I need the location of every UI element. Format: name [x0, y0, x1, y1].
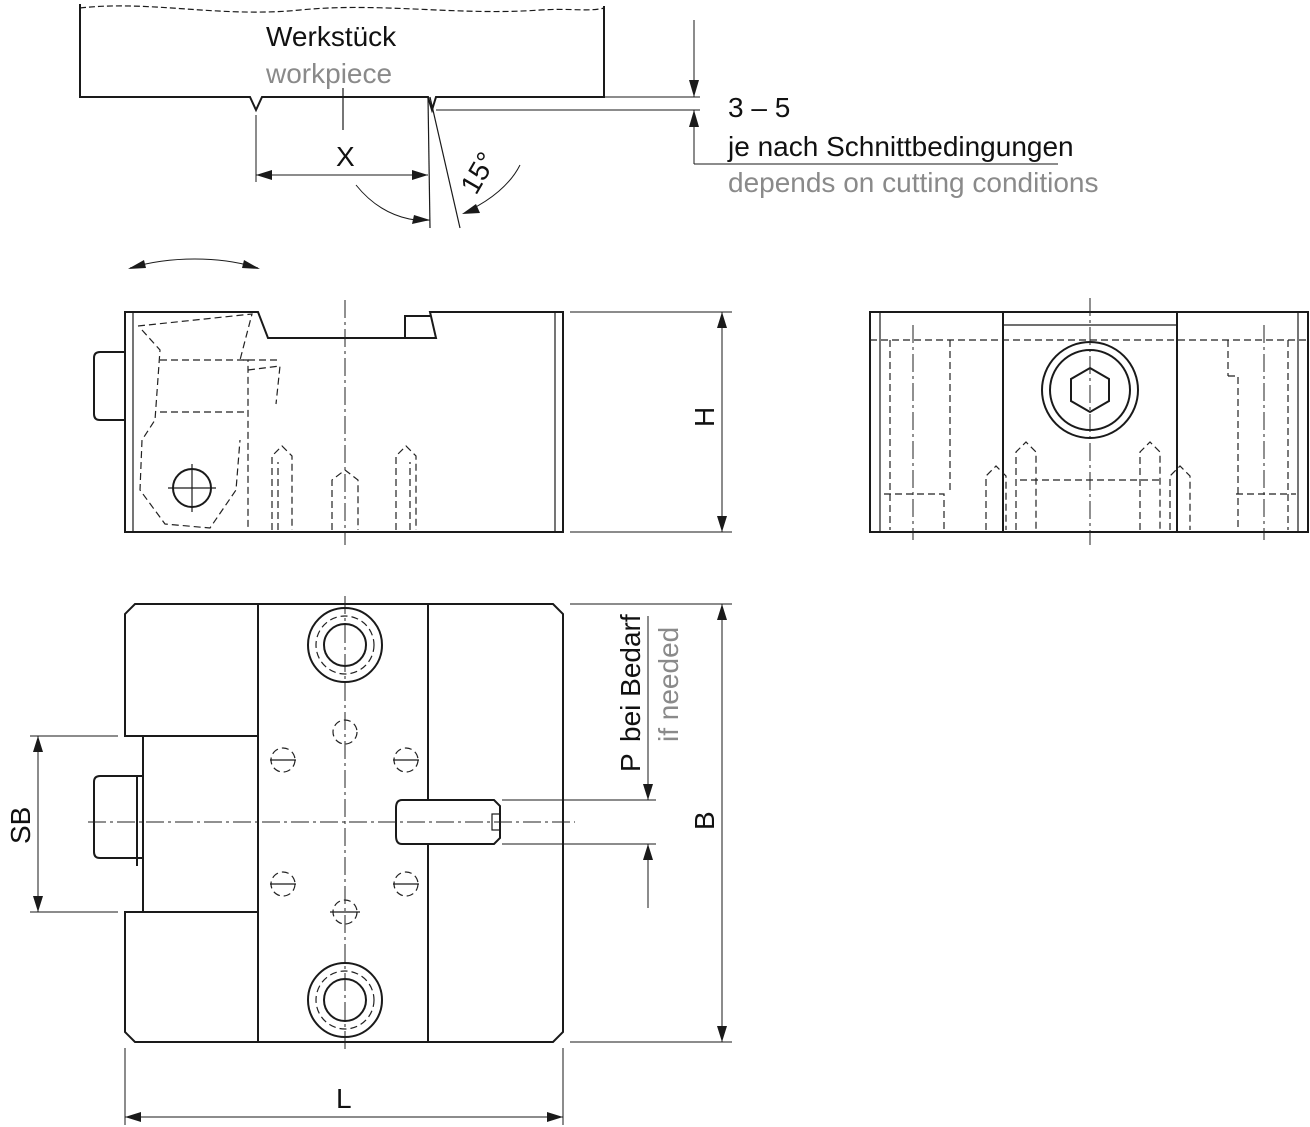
- workpiece-label-de: Werkstück: [266, 21, 397, 52]
- front-view: [869, 298, 1309, 545]
- if-needed-label: if needed: [653, 627, 684, 742]
- side-view: [93, 300, 732, 545]
- workpiece-detail: [79, 4, 1058, 229]
- dim-x-label: X: [336, 141, 355, 172]
- rotation-arrow: [128, 258, 260, 269]
- dim-b-label: B: [689, 811, 720, 830]
- cutting-conditions-de: je nach Schnittbedingungen: [727, 131, 1074, 162]
- bei-bedarf-label: bei Bedarf: [615, 614, 646, 742]
- top-view: [30, 596, 732, 1125]
- cutting-conditions-en: depends on cutting conditions: [728, 167, 1099, 198]
- depth-range-label: 3 – 5: [728, 92, 790, 123]
- angle-label: 15°: [454, 147, 502, 199]
- dim-l-label: L: [336, 1083, 352, 1114]
- dim-h-label: H: [689, 407, 720, 427]
- dim-sb-label: SB: [5, 807, 36, 844]
- dim-p-label: P: [615, 753, 646, 772]
- workpiece-label-en: workpiece: [265, 58, 392, 89]
